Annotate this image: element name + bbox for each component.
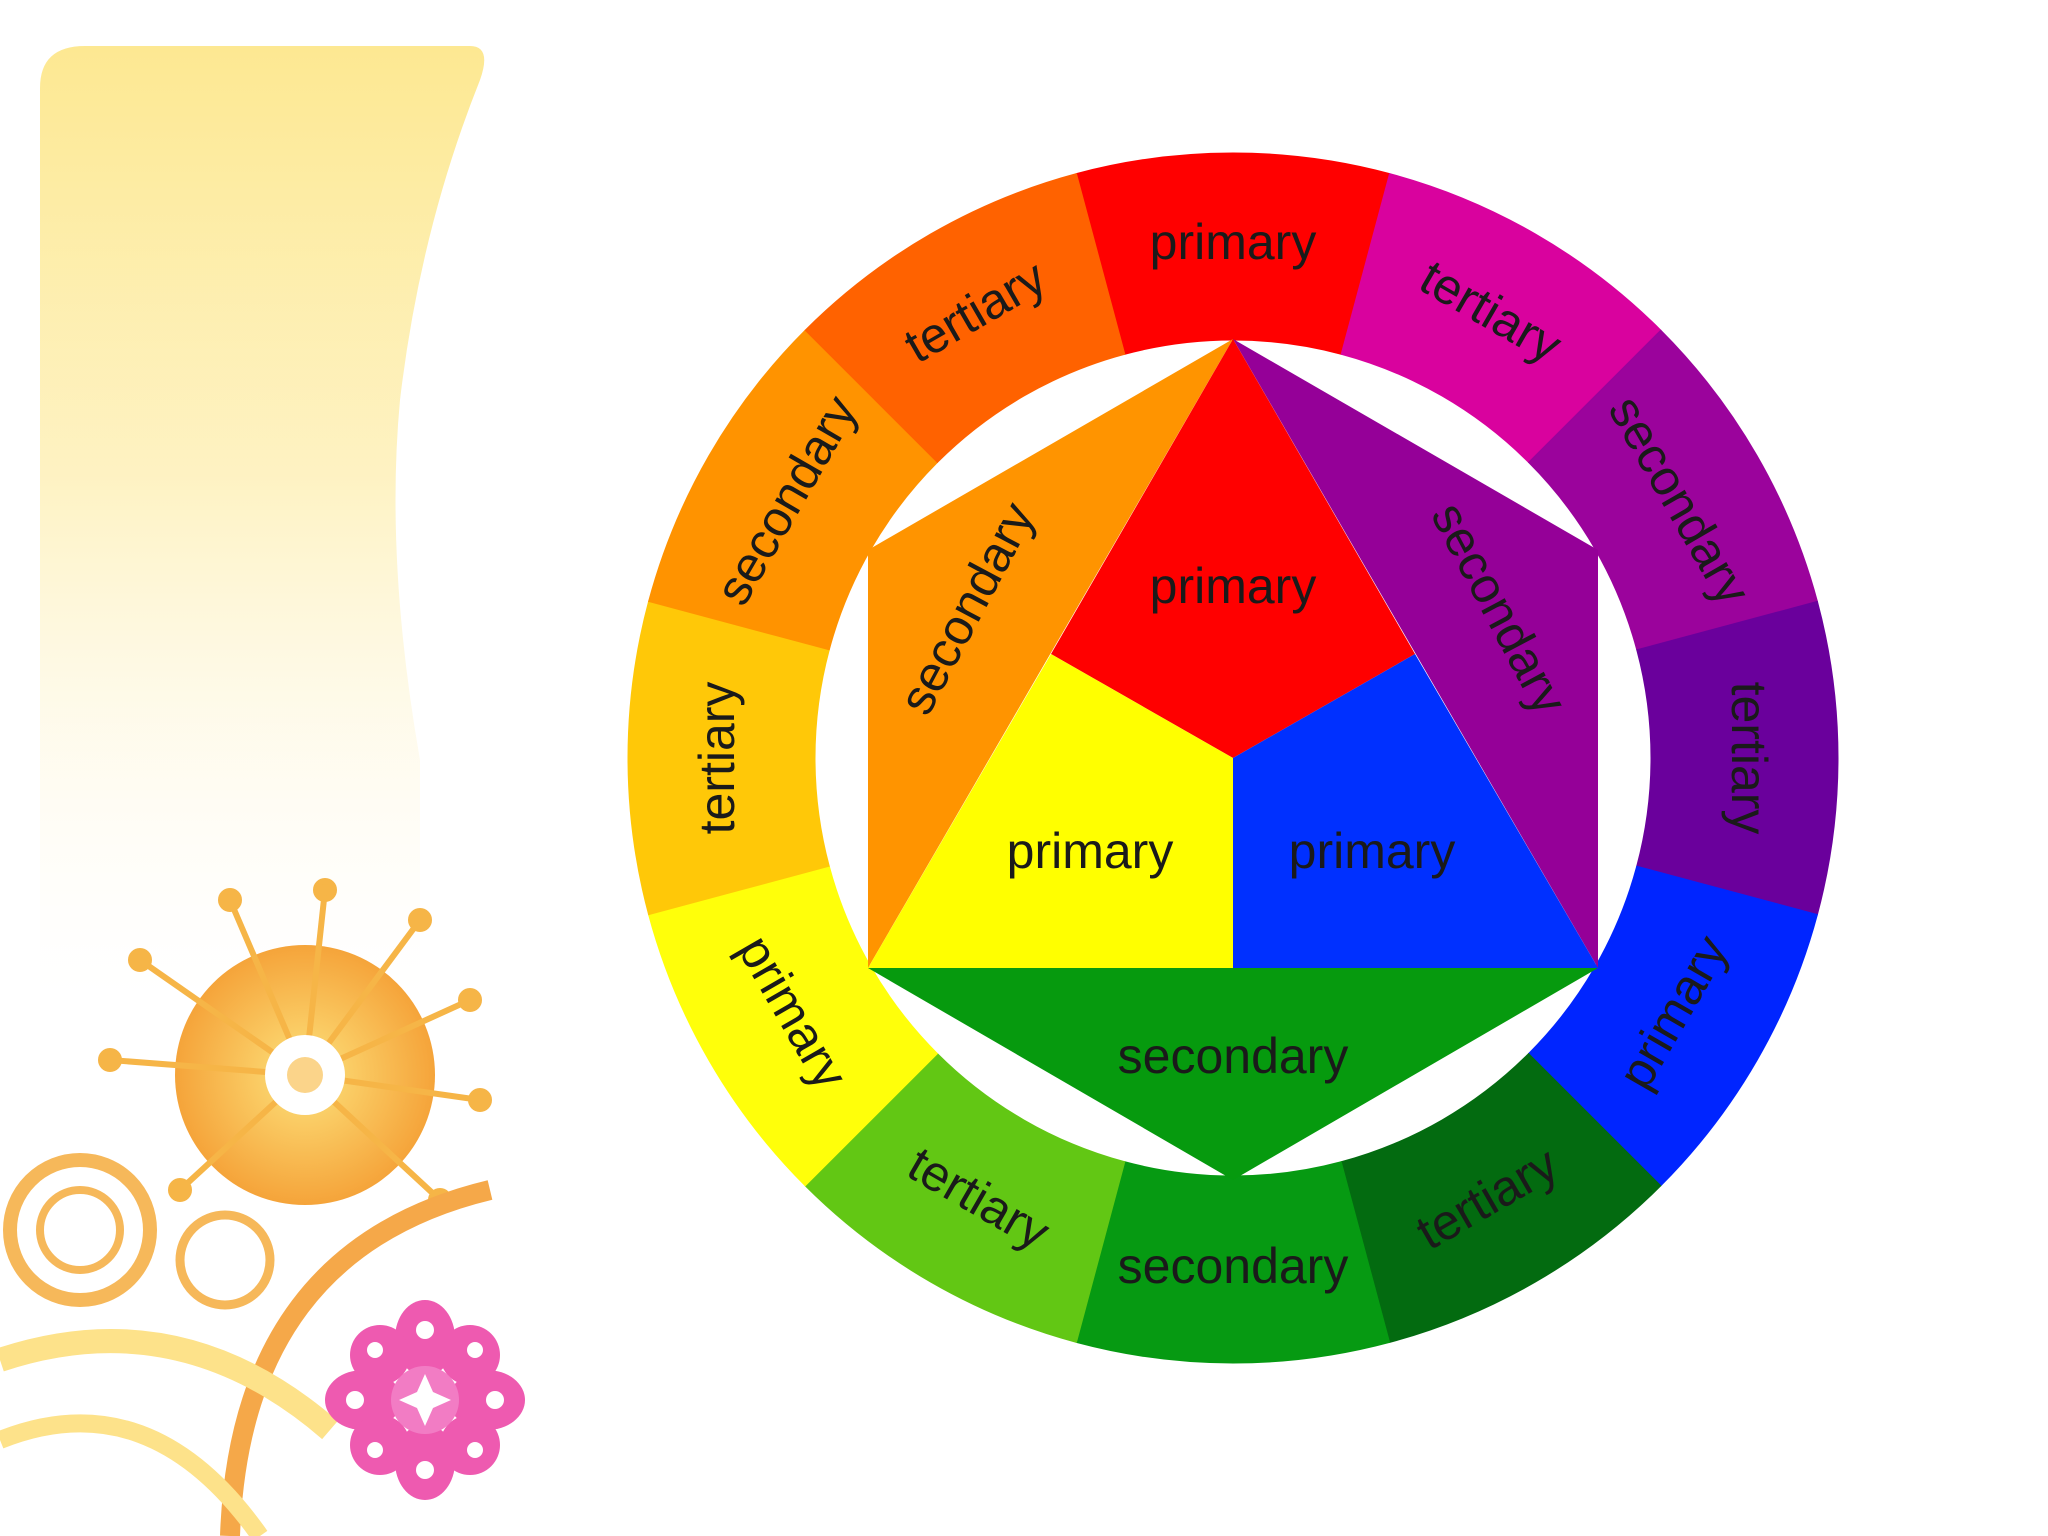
secondary-orange-triangle [868,339,1233,968]
primary-yellow-shape [868,654,1233,968]
inner-primary-red-label: primary [1150,558,1317,614]
inner-primary-yellow-label: primary [1007,823,1174,879]
pink-flower [325,1300,525,1500]
inner-shapes: primary primary primary secondary second… [868,339,1598,1180]
yellow-side-panel [40,46,485,1000]
inner-secondary-green-label: secondary [1118,1028,1349,1084]
outer-ring [627,152,1839,1364]
ring-label-tertiary: tertiary [689,682,745,835]
sun-ornament [98,878,492,1212]
ring-label-secondary: secondary [1118,1238,1349,1294]
ring-segment-tertiary [804,173,1126,464]
primary-blue-shape [1233,654,1598,968]
swirl-rings [0,1153,493,1536]
ring-label-primary: primary [1150,214,1317,270]
secondary-green-triangle [868,968,1598,1180]
secondary-purple-triangle [1233,339,1598,968]
inner-primary-blue-label: primary [1289,823,1456,879]
primary-red-shape [1051,339,1415,758]
ring-label-tertiary: tertiary [1721,682,1777,835]
